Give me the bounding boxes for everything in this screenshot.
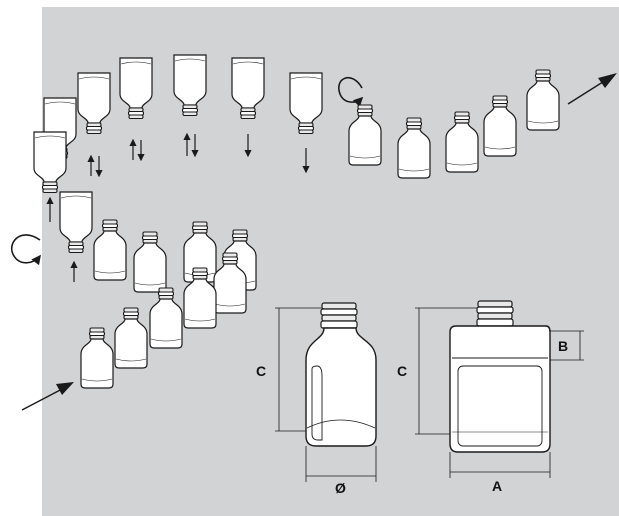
rotate-arrow-icon (12, 235, 40, 263)
round-bottle-diameter-label: Ø (335, 480, 346, 496)
square-bottle-height-label: C (397, 363, 407, 379)
square-bottle-width-label: A (492, 478, 502, 494)
round-bottle-height-label: C (256, 363, 266, 379)
square-bottle-shoulder-label: B (558, 338, 568, 354)
